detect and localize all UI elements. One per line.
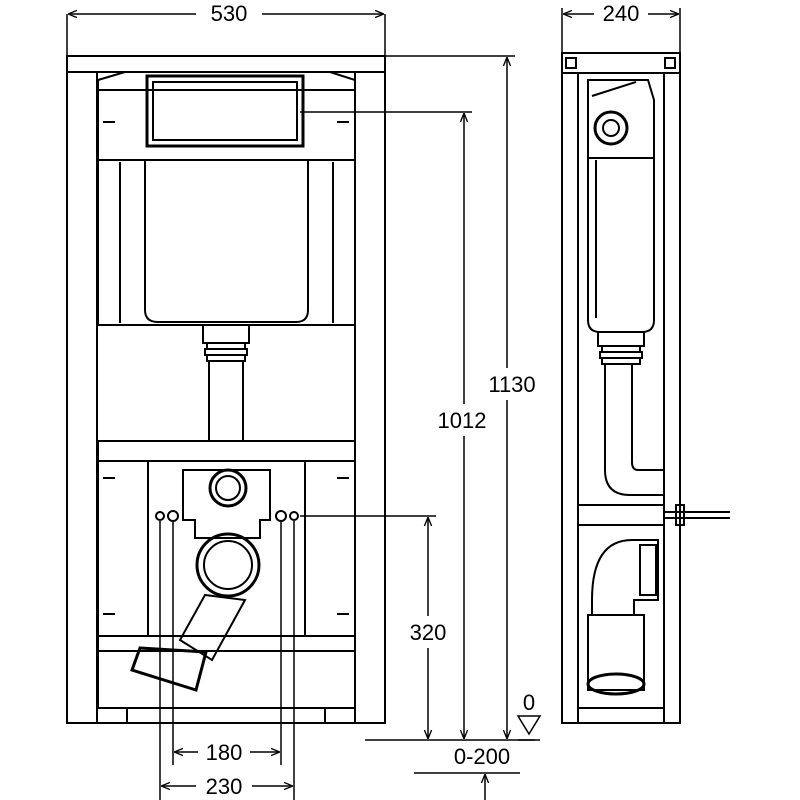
dim-label-240: 240: [603, 1, 640, 26]
dim-label-530: 530: [211, 1, 248, 26]
dim-label-320: 320: [410, 620, 447, 645]
front-frame-outer: [66, 55, 386, 724]
side-cistern-body: [587, 157, 655, 333]
side-rod-nut: [675, 504, 685, 526]
side-front-post: [561, 72, 579, 724]
inlet-pipe: [208, 468, 248, 508]
flush-pipe: [208, 360, 244, 442]
dim-label-0-200: 0-200: [454, 744, 510, 769]
side-drain-outlet: [587, 614, 645, 691]
inlet-pipe-inner: [215, 475, 241, 501]
side-drain-ribs: [639, 544, 657, 596]
front-left-post: [66, 71, 98, 724]
side-top-square-right: [664, 57, 676, 69]
drain-elbow: [178, 593, 247, 662]
dim-label-0: 0: [523, 690, 535, 715]
bolt-rods: [159, 521, 295, 636]
side-valve: [593, 110, 629, 146]
drain-outlet: [130, 646, 208, 692]
side-pipe-bellows: [599, 345, 643, 365]
dim-label-1012: 1012: [438, 408, 487, 433]
lower-screws: [103, 477, 349, 615]
cistern-body: [97, 159, 356, 326]
connector-bracket: [182, 469, 271, 539]
side-view: [561, 52, 730, 724]
dim-label-1130: 1130: [488, 372, 535, 397]
dim-label-230: 230: [206, 774, 243, 799]
side-cistern-top: [587, 79, 655, 159]
front-middle-rail: [97, 440, 356, 462]
side-top-rail: [561, 52, 681, 74]
front-top-rail: [66, 55, 386, 73]
floor-level-triangle: [516, 715, 542, 736]
lower-frame-inner: [97, 460, 356, 637]
front-right-foot: [324, 707, 356, 724]
flush-pipe-collar: [202, 324, 250, 344]
front-left-foot: [96, 707, 128, 724]
side-rear-post: [663, 72, 681, 724]
side-lever: [591, 81, 637, 97]
side-middle-rail: [577, 504, 665, 526]
side-drain-mouth: [586, 672, 646, 696]
side-top-square-left: [565, 57, 577, 69]
side-flush-pipe: [604, 363, 665, 496]
side-drain-elbow: [591, 539, 659, 616]
side-frame-outer: [561, 52, 681, 724]
drain-pipe-outer: [195, 532, 261, 598]
flush-plate-outer: [145, 74, 305, 148]
front-right-post: [354, 71, 386, 724]
bolt-holes: [155, 510, 299, 522]
side-pipe-collar: [597, 331, 645, 347]
cistern-tank: [144, 160, 309, 323]
side-valve-inner: [602, 119, 620, 137]
dim-label-180: 180: [206, 740, 243, 765]
dimension-lines: [66, 8, 681, 800]
flush-plate-inner: [152, 81, 298, 141]
cistern-upper: [97, 89, 356, 161]
drain-pipe-inner: [203, 540, 253, 590]
front-view: [66, 55, 386, 724]
front-bottom-panel: [97, 635, 356, 709]
flush-pipe-bellows: [204, 342, 248, 362]
